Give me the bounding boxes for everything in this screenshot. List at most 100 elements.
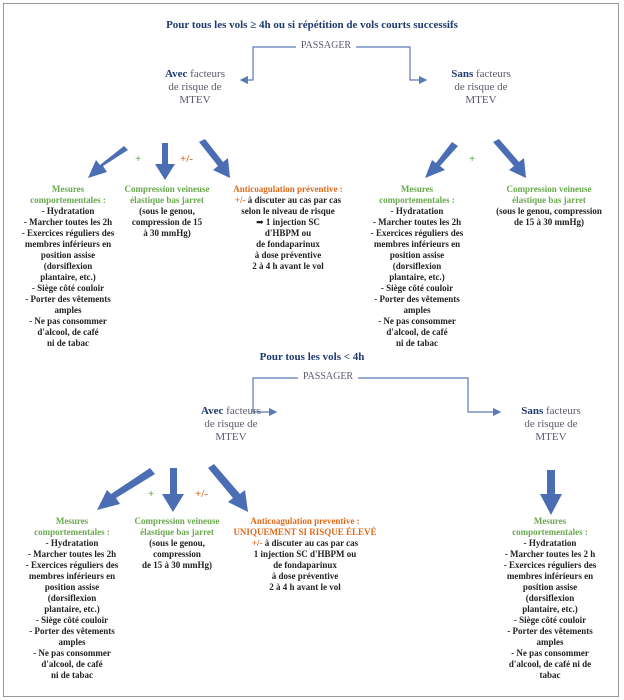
list-item: - Siège côté couloir xyxy=(513,615,587,625)
list-item: d'alcool, de café ni de xyxy=(508,659,592,669)
list-item: amples xyxy=(403,305,431,315)
with-rest: facteurs xyxy=(223,405,261,417)
connector-passenger-to-with-1 xyxy=(239,46,296,85)
arrow-with-to-compress-1 xyxy=(155,143,175,180)
section1-behav-left-box: Mesures comportementales : - Hydratation… xyxy=(8,184,128,349)
list-item: - Siège côté couloir xyxy=(31,283,105,293)
connector-passenger-to-with-2 xyxy=(252,377,298,417)
list-item: amples xyxy=(536,637,564,647)
list-item: - Ne pas consommer xyxy=(511,648,589,658)
list-item: - Ne pas consommer xyxy=(29,316,107,326)
list-item: (dorsiflexion xyxy=(43,261,93,271)
section1-title: Pour tous les vols ≥ 4h ou si répétition… xyxy=(166,19,458,31)
list-item: membres inférieurs en xyxy=(24,239,112,249)
list-item: ni de tabac xyxy=(46,338,89,348)
with-line3: MTEV xyxy=(215,431,247,443)
list-item: à dose préventive xyxy=(254,250,322,260)
list-item: - Porter des vêtements xyxy=(29,626,115,636)
list-item: +/- à discuter au cas par cas xyxy=(218,195,358,206)
with-line2: de risque de xyxy=(204,418,258,430)
list-item: - Porter des vêtements xyxy=(374,294,460,304)
arrow-with-to-anticoag-1 xyxy=(199,139,230,178)
list-item: - Hydratation xyxy=(390,206,444,216)
list-item: - Hydratation xyxy=(41,206,95,216)
heading-line: Compression veineuse xyxy=(134,516,220,526)
list-item: membres inférieurs en xyxy=(28,571,116,581)
heading-line: Compression veineuse xyxy=(124,184,210,194)
list-item: d'alcool, de café xyxy=(386,327,448,337)
list-item: - Exercices réguliers des xyxy=(25,560,119,570)
section1-with-factors: Avec facteurs de risque de MTEV xyxy=(140,68,250,107)
list-item: membres inférieurs en xyxy=(373,239,461,249)
list-item: - Ne pas consommer xyxy=(378,316,456,326)
section1-plus-left: + xyxy=(135,153,142,165)
section1-pm-left: +/- xyxy=(180,153,193,165)
without-rest: facteurs xyxy=(543,405,581,417)
arrow-without-to-behav-1 xyxy=(425,142,458,178)
arrow-with-to-behav-1 xyxy=(88,146,128,178)
list-item: (sous le genou, compression xyxy=(496,206,602,216)
list-item: - Porter des vêtements xyxy=(507,626,593,636)
heading-line: élastique bas jarret xyxy=(140,527,214,537)
list-item: amples xyxy=(54,305,82,315)
list-item: tabac xyxy=(539,670,561,680)
heading-line: Anticoagulation préventive : xyxy=(233,184,343,194)
list-item: - Exercices réguliers des xyxy=(21,228,115,238)
list-item: ni de tabac xyxy=(50,670,93,680)
section1-plus-right: + xyxy=(469,153,476,165)
section1-compress-left-box: Compression veineuse élastique bas jarre… xyxy=(117,184,217,239)
list-item: compression xyxy=(153,549,201,559)
heading-line: Mesures xyxy=(400,184,434,194)
heading-line: Mesures xyxy=(51,184,85,194)
connector-passenger-to-without-1 xyxy=(356,46,428,85)
heading-line: comportementales : xyxy=(379,195,455,205)
with-line3: MTEV xyxy=(179,94,211,106)
list-item: à 30 mmHg) xyxy=(143,228,191,238)
list-item: de fondaparinux xyxy=(273,560,337,570)
list-item: - Porter des vêtements xyxy=(25,294,111,304)
list-item: - Marcher toutes les 2h xyxy=(372,217,462,227)
lead-text: à discuter au cas par cas xyxy=(262,538,359,548)
section1-passenger: PASSAGER xyxy=(300,40,352,51)
section2-plus-left: + xyxy=(148,488,155,500)
section1-compress-right-box: Compression veineuse élastique bas jarre… xyxy=(482,184,616,228)
list-item: 2 à 4 h avant le vol xyxy=(269,582,341,592)
heading-line: élastique bas jarret xyxy=(512,195,586,205)
list-item: - Siège côté couloir xyxy=(380,283,454,293)
heading-line: UNIQUEMENT SI RISQUE ÉLEVÉ xyxy=(233,527,377,537)
without-line2: de risque de xyxy=(454,81,508,93)
list-item: - Hydratation xyxy=(45,538,99,548)
list-item: +/- à discuter au cas par cas xyxy=(230,538,380,549)
heading-line: comportementales : xyxy=(30,195,106,205)
list-item: de fondaparinux xyxy=(256,239,320,249)
list-item: - Exercices réguliers des xyxy=(503,560,597,570)
arrow-with-to-anticoag-2 xyxy=(208,464,248,512)
heading-line: comportementales : xyxy=(512,527,588,537)
list-item: 1 injection SC d'HBPM ou xyxy=(253,549,357,559)
arrow-with-to-compress-2 xyxy=(162,468,184,512)
list-item: - Siège côté couloir xyxy=(35,615,109,625)
connector-passenger-to-without-2 xyxy=(358,377,502,417)
without-line2: de risque de xyxy=(524,418,578,430)
list-item: - Marcher toutes les 2 h xyxy=(504,549,596,559)
arrow-without-to-compress-1 xyxy=(493,139,526,178)
without-rest: facteurs xyxy=(473,68,511,80)
section2-title: Pour tous les vols < 4h xyxy=(259,351,365,363)
section1-anticoag-box: Anticoagulation préventive : +/- à discu… xyxy=(218,184,358,272)
without-line3: MTEV xyxy=(465,94,497,106)
list-item: (sous le genou, xyxy=(149,538,205,548)
section2-behav-left-box: Mesures comportementales : - Hydratation… xyxy=(10,516,134,681)
list-item: plantaire, etc.) xyxy=(522,604,578,614)
list-item: position assise xyxy=(522,582,578,592)
heading-line: Mesures xyxy=(55,516,89,526)
list-item: (dorsiflexion xyxy=(392,261,442,271)
section2-pm-left: +/- xyxy=(195,488,208,500)
figure-frame xyxy=(3,3,619,697)
section2-anticoag-box: Anticoagulation preventive : UNIQUEMENT … xyxy=(230,516,380,593)
with-bold: Avec xyxy=(201,405,224,417)
arrow-without-to-behav-2 xyxy=(540,470,562,515)
list-item: d'HBPM ou xyxy=(264,228,312,238)
list-item: compression de 15 xyxy=(131,217,203,227)
list-item: (dorsiflexion xyxy=(525,593,575,603)
